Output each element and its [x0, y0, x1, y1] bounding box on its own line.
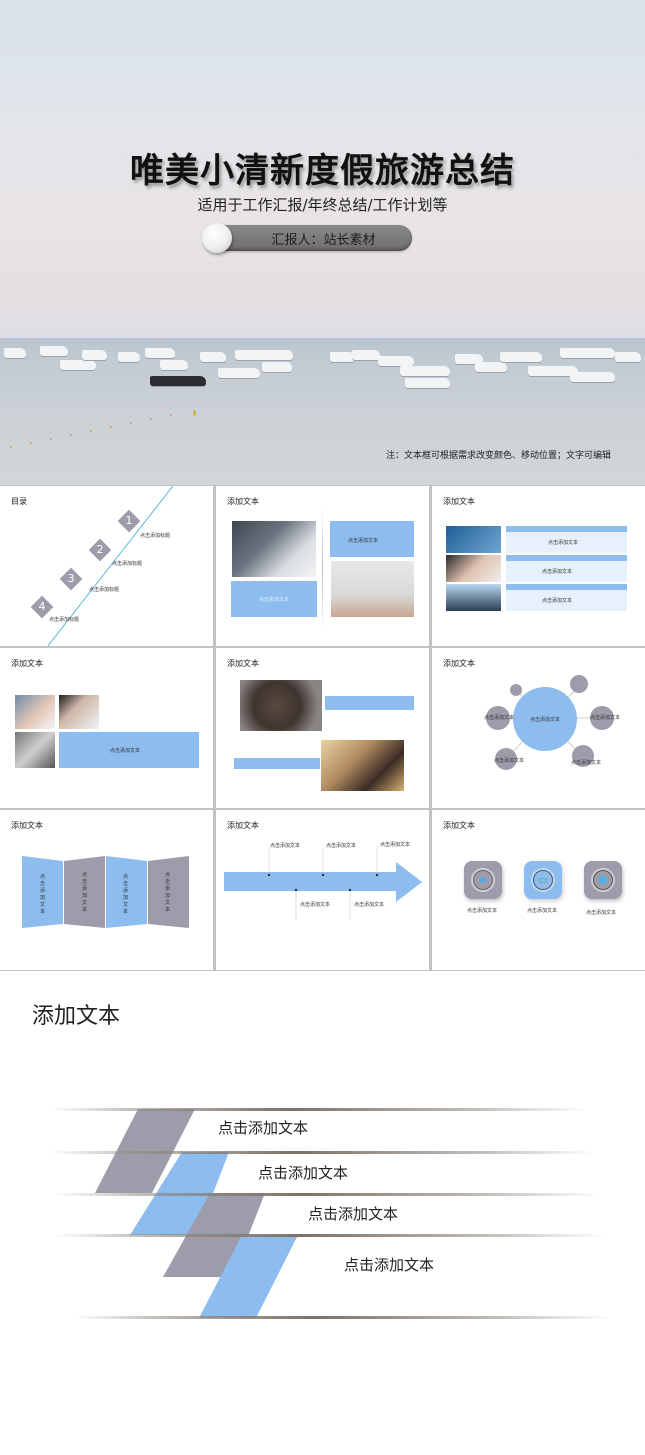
- timeline-label[interactable]: 点击添加文本: [326, 843, 357, 849]
- cover-slide: 唯美小清新度假旅游总结 适用于工作汇报/年终总结/工作计划等 汇报人：站长素材: [0, 0, 645, 485]
- slide-title: 添加文本: [227, 659, 259, 668]
- harbor-photo: [0, 338, 645, 485]
- icon-label[interactable]: 点击添加文本: [586, 910, 617, 916]
- divider-rule: [55, 1234, 605, 1237]
- text-row[interactable]: [506, 584, 627, 611]
- text-bar[interactable]: [325, 696, 414, 710]
- timeline-label[interactable]: 点击添加文本: [300, 902, 331, 908]
- text-bar[interactable]: [234, 758, 320, 769]
- slide-2[interactable]: 添加文本 点击添加文本 点击添加文本: [216, 486, 429, 646]
- cover-title: 唯美小清新度假旅游总结: [130, 151, 515, 191]
- cover-subtitle: 适用于工作汇报/年终总结/工作计划等: [197, 196, 448, 214]
- toc-item-label[interactable]: 点击添加标题: [140, 533, 171, 539]
- toc-number: 3: [67, 572, 75, 585]
- location-pin-icon: [599, 876, 607, 884]
- step-label[interactable]: 点击添加文本: [218, 1119, 309, 1137]
- slide-9[interactable]: 添加文本 点击添加文本 点击添加文本 点击添加文本: [432, 810, 645, 970]
- slide-8[interactable]: 添加文本 点击添加文本 点击添加文本 点击添加文本 点击添加文本 点击添加文本: [216, 810, 429, 970]
- search-icon: [480, 877, 486, 883]
- bubble-label[interactable]: 点击添加文本: [494, 758, 525, 764]
- divider-rule: [50, 1151, 595, 1154]
- toc-item-label[interactable]: 点击添加标题: [89, 587, 120, 593]
- team-photo: [446, 584, 501, 611]
- meeting-table-photo: [240, 680, 322, 731]
- divider-rule: [48, 1108, 588, 1111]
- center-label[interactable]: 点击添加文本: [530, 717, 561, 723]
- text-row[interactable]: [506, 555, 627, 582]
- toc-number: 4: [38, 600, 46, 613]
- timeline-label[interactable]: 点击添加文本: [380, 842, 411, 848]
- staircase-slide[interactable]: 添加文本 点击添加文本 点击添加文本 点击添加文本 点击添加文本: [0, 971, 645, 1455]
- slide-title: 添加文本: [11, 659, 43, 668]
- divider-rule: [55, 1193, 600, 1196]
- bar-graph-photo: [15, 732, 55, 768]
- reporter-text: 汇报人：站长素材: [271, 233, 376, 248]
- step-label[interactable]: 点击添加文本: [344, 1256, 435, 1274]
- text-box-label[interactable]: 点击添加文本: [348, 538, 379, 544]
- buoy-line: [0, 408, 645, 468]
- slide-title: 添加文本: [227, 821, 259, 830]
- timeline-label[interactable]: 点击添加文本: [354, 902, 385, 908]
- bubble-label[interactable]: 点击添加文本: [571, 760, 602, 766]
- slide-4[interactable]: 添加文本 点击添加文本: [0, 648, 213, 808]
- boats: [0, 338, 645, 398]
- text-row[interactable]: [506, 526, 627, 553]
- edit-note: 注：文本框可根据需求改变颜色、移动位置；文字可编辑: [385, 451, 611, 461]
- slide-toc[interactable]: 目录 1 点击添加标题 2 点击添加标题 3 点击添加标题 4 点击添加标题: [0, 486, 213, 646]
- message-icon: [539, 878, 547, 883]
- step-label[interactable]: 点击添加文本: [258, 1164, 349, 1182]
- bubble-label[interactable]: 点击添加文本: [484, 715, 515, 721]
- toc-item-label[interactable]: 点击添加标题: [112, 561, 143, 567]
- text-row-label[interactable]: 点击添加文本: [542, 598, 573, 604]
- divider-rule: [72, 1316, 612, 1319]
- panel-label[interactable]: 点击添加文本: [123, 874, 129, 915]
- pen-photo: [446, 555, 501, 582]
- slide-thumbnail-grid: 目录 1 点击添加标题 2 点击添加标题 3 点击添加标题 4 点击添加标题 添…: [0, 485, 645, 971]
- text-box[interactable]: [59, 732, 199, 768]
- chart-paper-photo: [59, 695, 99, 729]
- slide-3[interactable]: 添加文本 点击添加文本 点击添加文本 点击添加文本: [432, 486, 645, 646]
- panel-label[interactable]: 点击添加文本: [82, 872, 88, 913]
- step-label[interactable]: 点击添加文本: [308, 1205, 399, 1223]
- message-icon-tile[interactable]: [524, 861, 562, 899]
- slide-title: 添加文本: [443, 659, 475, 668]
- reporter-pill: 汇报人：站长素材: [202, 223, 412, 253]
- team-celebration-photo: [321, 740, 404, 791]
- pill-knob-icon: [202, 223, 232, 253]
- icon-label[interactable]: 点击添加文本: [467, 908, 498, 914]
- text-box-label[interactable]: 点击添加文本: [259, 597, 290, 603]
- panel-label[interactable]: 点击添加文本: [165, 872, 171, 913]
- slide-title: 添加文本: [443, 821, 475, 830]
- slide-title: 添加文本: [32, 1004, 121, 1029]
- signing-photo: [446, 526, 501, 553]
- slide-5[interactable]: 添加文本: [216, 648, 429, 808]
- slide-title: 目录: [11, 497, 27, 506]
- folded-panels: [22, 856, 189, 928]
- slide-6[interactable]: 添加文本 点击添加文本 点击添加文本 点击添加文本 点击添加文本 点击添加文本: [432, 648, 645, 808]
- search-icon-tile[interactable]: [464, 861, 502, 899]
- laptop-photo: [331, 561, 414, 617]
- slide-title: 添加文本: [227, 497, 259, 506]
- panel-label[interactable]: 点击添加文本: [40, 874, 46, 915]
- location-icon-tile[interactable]: [584, 861, 622, 899]
- bubble-label[interactable]: 点击添加文本: [590, 715, 621, 721]
- text-box[interactable]: [231, 581, 317, 617]
- divider: [322, 506, 323, 631]
- toc-number: 2: [96, 543, 104, 556]
- text-row-label[interactable]: 点击添加文本: [542, 569, 573, 575]
- hands-photo: [15, 695, 55, 729]
- text-box-label[interactable]: 点击添加文本: [110, 748, 141, 754]
- text-box[interactable]: [330, 521, 414, 557]
- slide-title: 添加文本: [11, 821, 43, 830]
- bubble-diagram: [486, 675, 614, 770]
- slide-title: 添加文本: [443, 497, 475, 506]
- toc-item-label[interactable]: 点击添加标题: [49, 617, 80, 623]
- tablet-photo: [232, 521, 316, 577]
- timeline-arrow: [224, 846, 422, 920]
- slide-7[interactable]: 添加文本 点击添加文本 点击添加文本 点击添加文本 点击添加文本: [0, 810, 213, 970]
- toc-number: 1: [125, 514, 133, 527]
- text-row-label[interactable]: 点击添加文本: [548, 540, 579, 546]
- timeline-label[interactable]: 点击添加文本: [270, 843, 301, 849]
- icon-label[interactable]: 点击添加文本: [527, 908, 558, 914]
